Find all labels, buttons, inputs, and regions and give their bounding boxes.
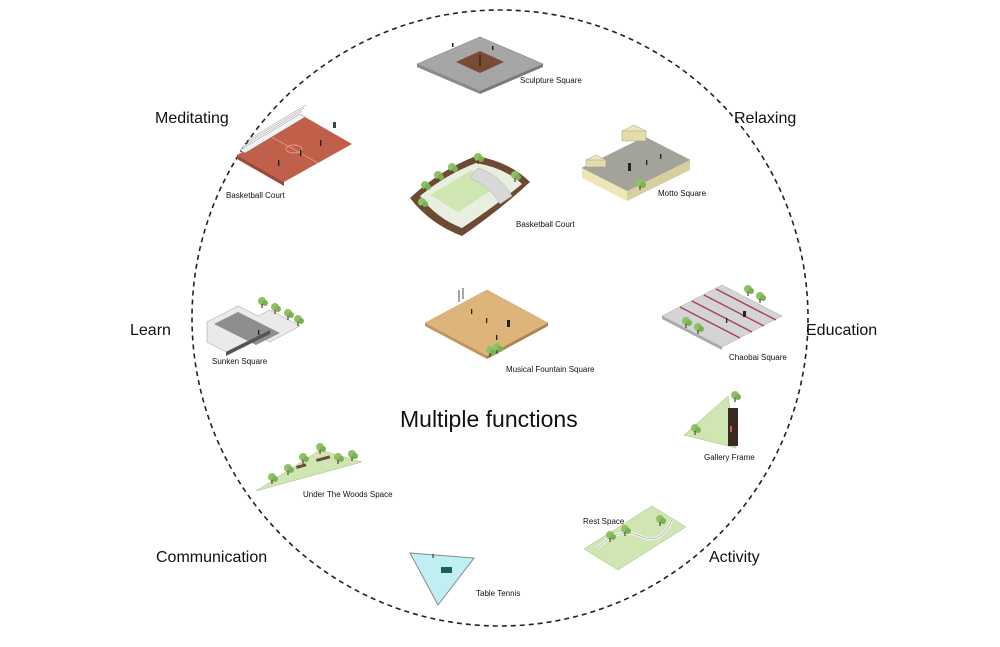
table-tennis-illustration	[409, 552, 475, 606]
caption-gallery-frame: Gallery Frame	[704, 453, 755, 462]
diagram-title: Multiple functions	[400, 406, 578, 432]
gallery-frame-illustration	[683, 391, 741, 449]
caption-under-the-woods-space: Under The Woods Space	[303, 490, 393, 499]
sculpture-square-illustration	[416, 36, 544, 94]
function-label-relaxing: Relaxing	[734, 110, 796, 127]
caption-sunken-square: Sunken Square	[212, 357, 268, 366]
basketball-court-left-illustration	[237, 104, 352, 186]
sunken-square-illustration	[206, 297, 304, 356]
function-label-meditating: Meditating	[155, 110, 229, 127]
caption-basketball-court-left: Basketball Court	[226, 191, 285, 200]
caption-basketball-court-center: Basketball Court	[516, 220, 575, 229]
caption-table-tennis: Table Tennis	[476, 589, 520, 598]
function-label-education: Education	[806, 322, 877, 339]
function-label-activity: Activity	[709, 549, 760, 566]
dashed-boundary-circle	[191, 9, 809, 627]
function-label-communication: Communication	[156, 549, 267, 566]
function-label-learn: Learn	[130, 322, 171, 339]
motto-square-illustration	[581, 124, 691, 201]
rest-space-illustration	[583, 505, 687, 571]
under-the-woods-space-illustration	[255, 443, 363, 492]
caption-rest-space: Rest Space	[583, 517, 625, 526]
chaobai-square-illustration	[661, 284, 783, 350]
caption-musical-fountain-square: Musical Fountain Square	[506, 365, 595, 374]
caption-chaobai-square: Chaobai Square	[729, 353, 787, 362]
basketball-court-center-illustration	[410, 153, 530, 236]
caption-motto-square: Motto Square	[658, 189, 707, 198]
musical-fountain-square-illustration	[424, 288, 549, 359]
caption-sculpture-square: Sculpture Square	[520, 76, 582, 85]
